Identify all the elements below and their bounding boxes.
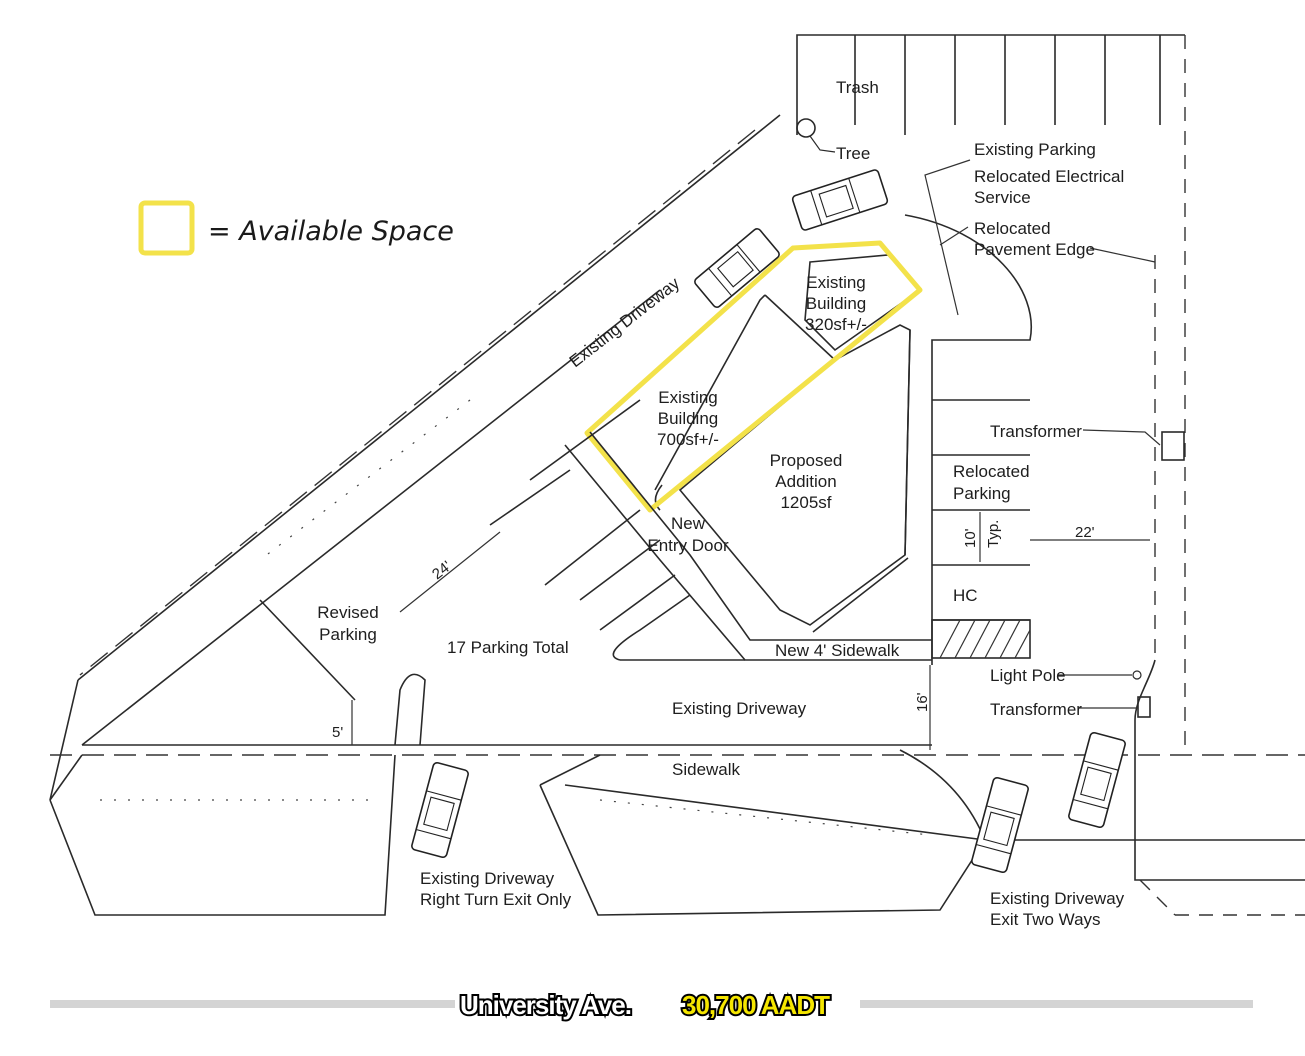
car-left-drive xyxy=(411,761,469,859)
front-islands xyxy=(259,399,932,746)
street-traffic: 30,700 AADT xyxy=(682,990,830,1020)
label-transformer-bottom: Transformer xyxy=(990,700,1082,719)
label-dim-5: 5' xyxy=(332,724,343,741)
label-relocated-pavement: Relocated xyxy=(974,219,1051,238)
label-building-large-1: Existing xyxy=(658,388,718,407)
light-pole-icon xyxy=(1132,670,1142,680)
label-building-small-3: 320sf+/- xyxy=(805,315,867,334)
label-relocated-parking-1: Relocated xyxy=(953,462,1030,481)
legend-swatch xyxy=(138,200,195,256)
top-parking-stalls xyxy=(796,34,1186,750)
label-relocated-electrical: Relocated Electrical xyxy=(974,167,1124,186)
available-space-outline xyxy=(584,240,923,513)
label-existing-parking: Existing Parking xyxy=(974,140,1096,159)
label-tree: Tree xyxy=(836,144,870,163)
label-dim-10: 10' xyxy=(962,528,979,548)
label-new-entry-2: Entry Door xyxy=(647,536,729,555)
label-existing-driveway-diagonal: Existing Driveway xyxy=(566,273,684,371)
label-relocated-pavement-2: Pavement Edge xyxy=(974,240,1095,259)
label-driveway-left-1: Existing Driveway xyxy=(420,869,555,888)
label-trash: Trash xyxy=(836,78,879,97)
transformer-box-top xyxy=(1161,431,1185,461)
label-proposed-3: 1205sf xyxy=(780,493,831,512)
label-revised-parking-2: Parking xyxy=(319,625,377,644)
label-proposed-1: Proposed xyxy=(770,451,843,470)
label-building-small-2: Building xyxy=(806,294,867,313)
car-mid xyxy=(694,228,780,308)
label-sidewalk: Sidewalk xyxy=(672,760,741,779)
label-driveway-right-1: Existing Driveway xyxy=(990,889,1125,908)
label-relocated-electrical-2: Service xyxy=(974,188,1031,207)
label-parking-total: 17 Parking Total xyxy=(447,638,569,657)
label-dim-24: 24' xyxy=(429,558,455,584)
label-dim-22: 22' xyxy=(1075,524,1095,541)
legend-label: = Available Space xyxy=(208,216,454,247)
label-transformer-top: Transformer xyxy=(990,422,1082,441)
label-existing-driveway-bottom: Existing Driveway xyxy=(672,699,807,718)
label-new-entry-1: New xyxy=(671,514,706,533)
car-far-right xyxy=(1068,731,1126,829)
diagonal-driveway xyxy=(49,114,781,801)
car-right-drive xyxy=(971,776,1029,874)
buildings xyxy=(654,254,922,633)
transformer-box-bottom xyxy=(1137,696,1151,718)
street-name: University Ave. xyxy=(460,990,631,1020)
label-dim-16: 16' xyxy=(914,692,931,712)
car-top xyxy=(791,169,889,231)
label-building-large-2: Building xyxy=(658,409,719,428)
street-label-bg xyxy=(455,990,860,1020)
label-revised-parking-1: Revised xyxy=(317,603,378,622)
label-dim-typ: Typ. xyxy=(985,520,1002,548)
label-building-small-1: Existing xyxy=(806,273,866,292)
leaders xyxy=(351,159,1161,750)
entry-door-swing xyxy=(654,484,663,511)
label-building-large-3: 700sf+/- xyxy=(657,430,719,449)
tree-icon xyxy=(796,118,816,138)
label-hc: HC xyxy=(953,586,978,605)
label-light-pole: Light Pole xyxy=(990,666,1066,685)
hc-hatch xyxy=(931,619,1031,659)
label-new-sidewalk: New 4' Sidewalk xyxy=(775,641,900,660)
label-driveway-right-2: Exit Two Ways xyxy=(990,910,1101,929)
label-relocated-parking-2: Parking xyxy=(953,484,1011,503)
label-proposed-2: Addition xyxy=(775,472,836,491)
label-driveway-left-2: Right Turn Exit Only xyxy=(420,890,572,909)
